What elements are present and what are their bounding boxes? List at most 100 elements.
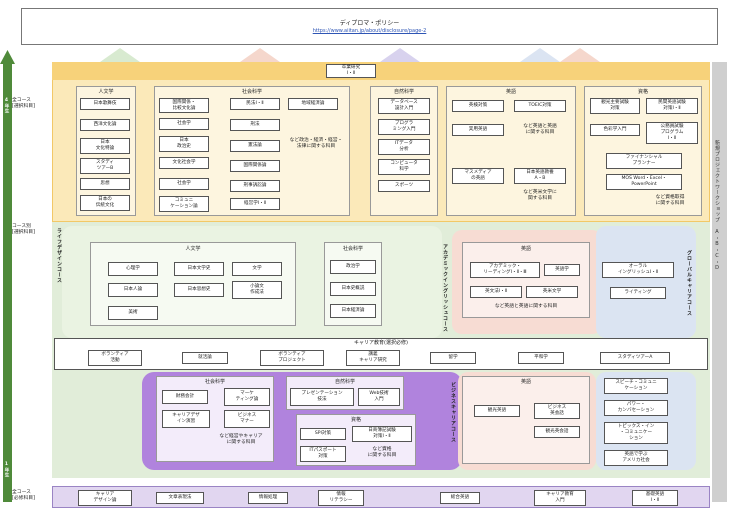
course-box: プログラ ミング入門 bbox=[378, 119, 430, 135]
course-box: 公務員試験 プログラム Ⅰ・Ⅱ bbox=[646, 122, 698, 144]
course-box: 基礎英語 Ⅰ・Ⅱ bbox=[632, 490, 678, 506]
course-box: ITデータ 分析 bbox=[378, 139, 430, 155]
course-box: 国際関係論 bbox=[230, 160, 280, 172]
row-label-by-course: コース別 [選択科目] bbox=[12, 224, 35, 235]
course-box: TOEIC対策 bbox=[514, 100, 566, 112]
top-shakai-title: 社会科学 bbox=[241, 89, 262, 95]
course-box: 観光英会話 bbox=[534, 426, 580, 438]
course-box: 政治学 bbox=[330, 260, 376, 274]
course-box: 日本人論 bbox=[108, 283, 158, 297]
course-box: 英米文学 bbox=[526, 286, 578, 298]
course-box: Web技術 入門 bbox=[358, 388, 400, 406]
diploma-policy-box: ディプロマ・ポリシー https://www.aiitan.jp/about/d… bbox=[21, 8, 718, 45]
row-label-all-course: 全コース [選択科目] bbox=[12, 98, 35, 109]
course-box: 憲法論 bbox=[230, 140, 280, 152]
course-box: 日本歌舞伎 bbox=[80, 98, 130, 110]
course-box: 地域経済論 bbox=[288, 98, 338, 110]
mid-eigo-panel bbox=[462, 242, 590, 318]
course-box: プレゼンテーション 技法 bbox=[290, 388, 354, 406]
graduation-band bbox=[52, 62, 710, 80]
life-design-course-label: ライフデザインコース bbox=[56, 228, 62, 283]
course-box: 平和学 bbox=[518, 352, 564, 364]
course-box: マーケ ティング論 bbox=[224, 388, 270, 406]
course-box: 思想 bbox=[80, 178, 130, 190]
course-box: 財務会計 bbox=[162, 390, 208, 404]
course-box: スタディ ツアーB bbox=[80, 158, 130, 174]
project-workshop-bar bbox=[712, 62, 727, 502]
course-box: 情報 リテラシー bbox=[318, 490, 364, 506]
course-box: ボランティア 活動 bbox=[88, 350, 142, 366]
common-required-row bbox=[52, 486, 710, 508]
course-box: 文化社会学 bbox=[159, 157, 209, 169]
course-box: 西洋文化論 bbox=[80, 119, 130, 131]
course-box: コンピュータ 科学 bbox=[378, 159, 430, 175]
course-box: 就活論 bbox=[182, 352, 228, 364]
career-strip-title: キャリア教育(選択必修) bbox=[354, 340, 408, 346]
course-box: キャリア教育 入門 bbox=[534, 490, 586, 506]
course-box: 英語で学ぶ アメリカ社会 bbox=[604, 450, 668, 466]
course-box: 文章表現法 bbox=[156, 492, 204, 504]
low-shakai-title: 社会科学 bbox=[204, 379, 225, 385]
course-box: 日本の 伝統文化 bbox=[80, 195, 130, 211]
course-box: スタディツアーA bbox=[600, 352, 670, 364]
course-box: オーラル イングリッシュⅠ・Ⅱ bbox=[602, 262, 674, 278]
course-box: トピックス・イン ・コミュニケー ション bbox=[604, 422, 668, 444]
axis-top-label: 4年生 bbox=[4, 98, 9, 114]
top-shakai-note: など政治・経済・経営・ 法律に関する科目 bbox=[289, 138, 343, 149]
course-box: 経営学Ⅰ・Ⅱ bbox=[230, 198, 280, 210]
course-box: 日本 政治史 bbox=[159, 136, 209, 152]
course-box: 色彩学入門 bbox=[590, 124, 640, 136]
course-box: 日本 文化特論 bbox=[80, 138, 130, 154]
course-box: ITパスポート 対策 bbox=[300, 446, 346, 462]
project-workshop-label: 新規プロジェクトワークショップ A・B・C・D bbox=[714, 140, 720, 272]
course-box: 刑法 bbox=[230, 119, 280, 131]
course-box: 英語学 bbox=[544, 264, 580, 276]
graduation-research-box: 卒業研究 Ⅰ・Ⅱ bbox=[326, 64, 376, 78]
course-box: SPI対策 bbox=[300, 428, 346, 440]
mid-shakai-title: 社会科学 bbox=[342, 246, 363, 252]
course-box: ファイナンシャル プランナー bbox=[606, 153, 682, 169]
course-box: データベース 設計入門 bbox=[378, 98, 430, 114]
low-eigo-title: 英語 bbox=[520, 379, 531, 385]
course-box: MOS Word・Excel・ PowerPoint bbox=[606, 174, 682, 190]
low-shikaku-note: など資格 に関する科目 bbox=[367, 447, 397, 458]
diploma-policy-url[interactable]: https://www.aiitan.jp/about/disclosure/p… bbox=[312, 28, 427, 34]
course-box: 国際関係・ 比較文化論 bbox=[159, 98, 209, 113]
course-box: 留学 bbox=[430, 352, 476, 364]
course-box: 民法Ⅰ・Ⅱ bbox=[230, 98, 280, 110]
course-box: コミュニ ケーション論 bbox=[159, 196, 209, 212]
top-shikaku-note: など資格取得 に関する科目 bbox=[655, 195, 685, 206]
course-box: 英検対策 bbox=[452, 100, 504, 112]
top-eigo-note2: など英米文学に 関する科目 bbox=[523, 190, 557, 201]
top-shikaku-title: 資格 bbox=[637, 89, 648, 95]
course-box: ライティング bbox=[610, 287, 666, 299]
course-box: 観光英語 bbox=[474, 405, 520, 417]
low-shakai-note: など経営やキャリア に関する科目 bbox=[219, 434, 263, 445]
course-box: 情報処理 bbox=[248, 492, 288, 504]
course-box: 日本経済論 bbox=[330, 304, 376, 318]
top-shizen-title: 自然科学 bbox=[393, 89, 414, 95]
year-axis-arrowhead bbox=[0, 50, 15, 64]
course-box: キャリア デザイン論 bbox=[78, 490, 132, 506]
course-box: 社会学 bbox=[159, 118, 209, 130]
axis-bottom-label: 1年生 bbox=[4, 462, 9, 478]
year-axis-bar bbox=[3, 62, 12, 502]
course-box: パワー・ カンバセーション bbox=[604, 400, 668, 416]
course-box: スポーツ bbox=[378, 180, 430, 192]
course-box: 美術 bbox=[108, 306, 158, 320]
course-box: 観光主要試験 対策 bbox=[590, 98, 640, 114]
low-eigo-panel bbox=[462, 376, 590, 464]
global-career-area bbox=[596, 226, 696, 338]
diploma-policy-title: ディプロマ・ポリシー bbox=[339, 20, 400, 27]
course-box: 日本英語教養 A・B bbox=[514, 168, 566, 184]
course-box: アカデミック・ リーディングⅠ・Ⅱ・Ⅲ bbox=[470, 262, 540, 278]
low-shizen-title: 自然科学 bbox=[334, 379, 355, 385]
course-box: 講義 キャリア研究 bbox=[346, 350, 400, 366]
course-box: 総合英語 bbox=[440, 492, 480, 504]
business-career-course-label: ビジネスキャリアコース bbox=[450, 382, 456, 443]
course-box: マスメディア の英語 bbox=[452, 168, 504, 184]
course-box: キャリアデザ イン演習 bbox=[162, 410, 210, 428]
top-eigo-note1: など英語と英語 に関する科目 bbox=[523, 124, 557, 135]
course-box: 心理学 bbox=[108, 262, 158, 276]
course-box: 刑事訴訟論 bbox=[230, 180, 280, 192]
